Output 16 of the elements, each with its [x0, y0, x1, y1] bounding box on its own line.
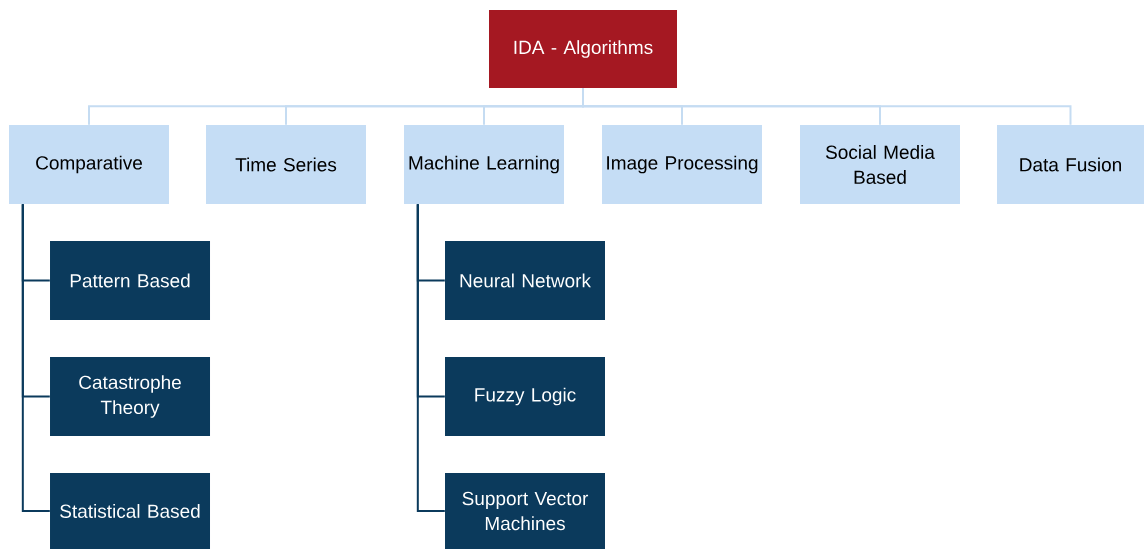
category-box: Comparative: [9, 125, 169, 204]
method-box: Statistical Based: [50, 473, 210, 549]
method-box: Pattern Based: [50, 241, 210, 320]
connector-line: [582, 87, 1072, 126]
connector-line: [416, 203, 446, 512]
connector-line: [21, 203, 51, 512]
method-box: Support Vector Machines: [445, 473, 605, 549]
category-box: Time Series: [206, 125, 366, 204]
category-box: Data Fusion: [997, 125, 1144, 204]
category-box: Social Media Based: [800, 125, 960, 204]
category-box: Machine Learning: [404, 125, 564, 204]
method-box: Neural Network: [445, 241, 605, 320]
method-box: Fuzzy Logic: [445, 357, 605, 436]
category-box: Image Processing: [602, 125, 762, 204]
root-box: IDA - Algorithms: [489, 10, 677, 88]
method-box: Catastrophe Theory: [50, 357, 210, 436]
